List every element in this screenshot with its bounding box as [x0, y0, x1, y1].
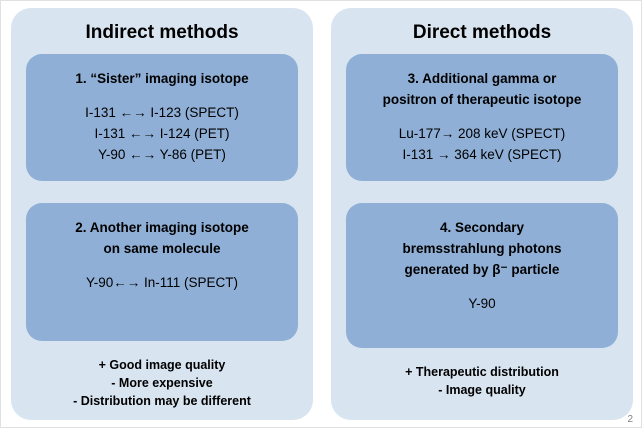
direct-pros-cons: + Therapeutic distribution - Image quali… — [331, 363, 633, 399]
isotope-line: I-131 ←→ I-123 (SPECT) — [85, 105, 239, 120]
pros-cons-line: - Image quality — [438, 383, 526, 397]
pros-cons-line: + Therapeutic distribution — [405, 365, 559, 379]
isotope-line: Y-90 — [468, 296, 496, 311]
method-box-bremsstrahlung: 4. Secondary bremsstrahlung photons gene… — [346, 203, 618, 348]
method-box-same-molecule: 2. Another imaging isotope on same molec… — [26, 203, 298, 341]
isotope-line: Lu-177→ 208 keV (SPECT) — [398, 126, 566, 141]
pros-cons-line: + Good image quality — [98, 358, 226, 372]
method-box-4-heading: 4. Secondary bremsstrahlung photons gene… — [402, 220, 562, 277]
method-box-additional-gamma: 3. Additional gamma or positron of thera… — [346, 54, 618, 181]
indirect-pros-cons: + Good image quality - More expensive - … — [11, 356, 313, 410]
method-box-1-heading: 1. “Sister” imaging isotope — [75, 71, 249, 86]
method-box-sister-isotope: 1. “Sister” imaging isotope I-131 ←→ I-1… — [26, 54, 298, 181]
pros-cons-line: - More expensive — [111, 376, 213, 390]
isotope-line: Y-90←→ In-111 (SPECT) — [85, 275, 239, 290]
indirect-methods-title: Indirect methods — [85, 22, 239, 43]
indirect-methods-panel: Indirect methods 1. “Sister” imaging iso… — [11, 8, 313, 420]
slide-number: 2 — [627, 414, 633, 425]
isotope-line: I-131 ←→ I-124 (PET) — [94, 126, 230, 141]
method-box-3-heading: 3. Additional gamma or positron of thera… — [382, 71, 582, 107]
isotope-line: I-131 → 364 keV (SPECT) — [402, 147, 562, 162]
isotope-line: Y-90 ←→ Y-86 (PET) — [98, 147, 226, 162]
pros-cons-line: - Distribution may be different — [73, 394, 251, 408]
direct-methods-title: Direct methods — [412, 22, 552, 43]
method-box-2-heading: 2. Another imaging isotope on same molec… — [75, 220, 249, 256]
direct-methods-panel: Direct methods 3. Additional gamma or po… — [331, 8, 633, 420]
